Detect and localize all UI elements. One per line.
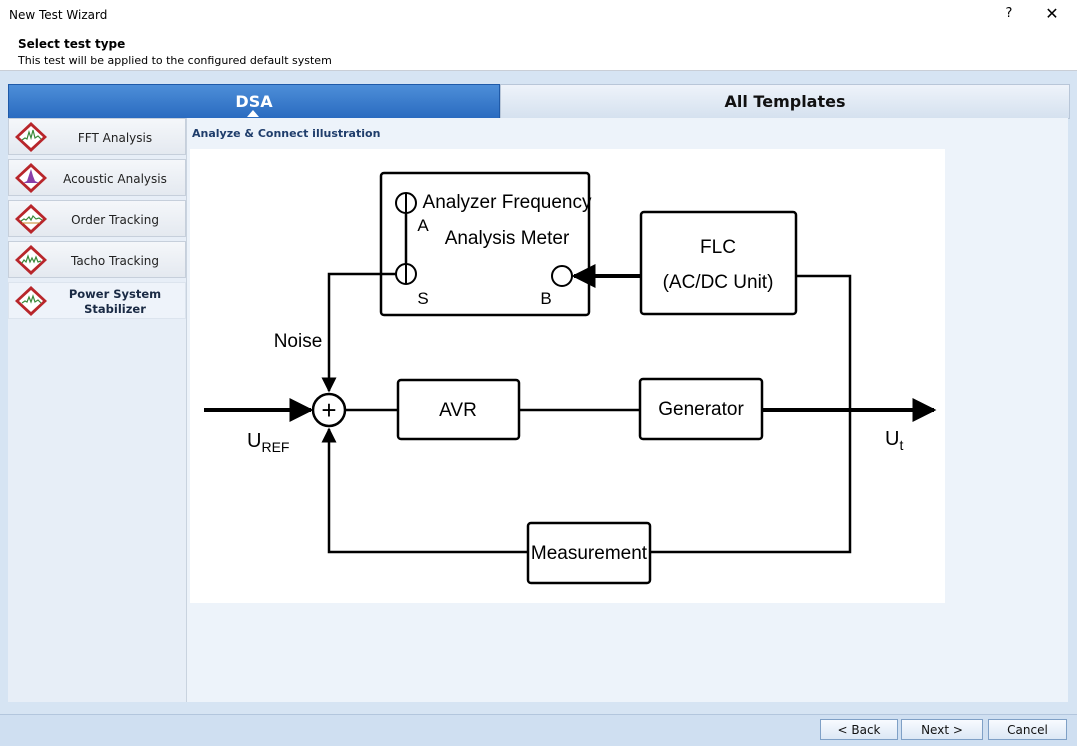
sidebar-item-label: Power System Stabilizer [68, 286, 162, 316]
measurement-label: Measurement [531, 543, 648, 564]
sidebar-item-label: Tacho Tracking [70, 253, 159, 268]
cancel-button[interactable]: Cancel [988, 719, 1067, 740]
content-panel: Analyze & Connect illustration Analyzer … [187, 118, 1068, 702]
tab-all-templates[interactable]: All Templates [500, 84, 1070, 119]
sidebar-item-tacho-tracking[interactable]: Tacho Tracking [8, 241, 186, 278]
next-button[interactable]: Next > [901, 719, 983, 740]
help-icon[interactable]: ? [1005, 6, 1013, 21]
test-type-list: FFT Analysis Acoustic Analysis Order Tra… [8, 118, 187, 702]
order-tracking-icon [15, 204, 47, 234]
window-title: New Test Wizard [9, 8, 108, 22]
analyzer-block [379, 171, 591, 317]
selected-tab-indicator [247, 110, 259, 117]
title-bar: New Test Wizard ? ✕ [0, 0, 1077, 32]
page-description: This test will be applied to the configu… [18, 54, 332, 67]
ut-label: Ut [885, 428, 903, 453]
port-b-label: B [540, 289, 551, 308]
sidebar-item-acoustic-analysis[interactable]: Acoustic Analysis [8, 159, 186, 196]
back-button[interactable]: < Back [820, 719, 898, 740]
pss-block-diagram: Analyzer Frequency Analysis Meter A S B … [190, 149, 945, 603]
flc-block [639, 210, 798, 316]
tacho-tracking-icon [15, 245, 47, 275]
wizard-footer: < Back Next > Cancel [0, 714, 1077, 746]
flc-label-line1: FLC [700, 237, 736, 258]
page-title: Select test type [18, 37, 126, 51]
sidebar-item-fft-analysis[interactable]: FFT Analysis [8, 118, 186, 155]
sidebar-item-power-system-stabilizer[interactable]: Power System Stabilizer [8, 282, 186, 319]
port-s-label: S [417, 289, 428, 308]
noise-label: Noise [274, 331, 323, 352]
avr-label: AVR [439, 400, 477, 421]
port-a-label: A [417, 216, 429, 235]
fft-analysis-icon [15, 122, 47, 152]
illustration-title: Analyze & Connect illustration [192, 127, 381, 140]
close-icon[interactable]: ✕ [1045, 4, 1059, 23]
power-system-stabilizer-icon [15, 286, 47, 316]
sidebar-item-label: FFT Analysis [77, 130, 153, 145]
sum-symbol: + [321, 395, 336, 425]
flc-label-line2: (AC/DC Unit) [663, 272, 774, 293]
analyzer-label-line2: Analysis Meter [445, 228, 570, 249]
sidebar-item-label: Order Tracking [71, 212, 159, 227]
uref-label: UREF [247, 430, 289, 455]
sidebar-item-order-tracking[interactable]: Order Tracking [8, 200, 186, 237]
sidebar-item-label: Acoustic Analysis [63, 171, 167, 186]
wizard-header: Select test type This test will be appli… [0, 32, 1077, 71]
generator-label: Generator [658, 399, 744, 420]
port-b [551, 265, 573, 287]
analyzer-label-line1: Analyzer Frequency [423, 192, 592, 213]
acoustic-analysis-icon [15, 163, 47, 193]
